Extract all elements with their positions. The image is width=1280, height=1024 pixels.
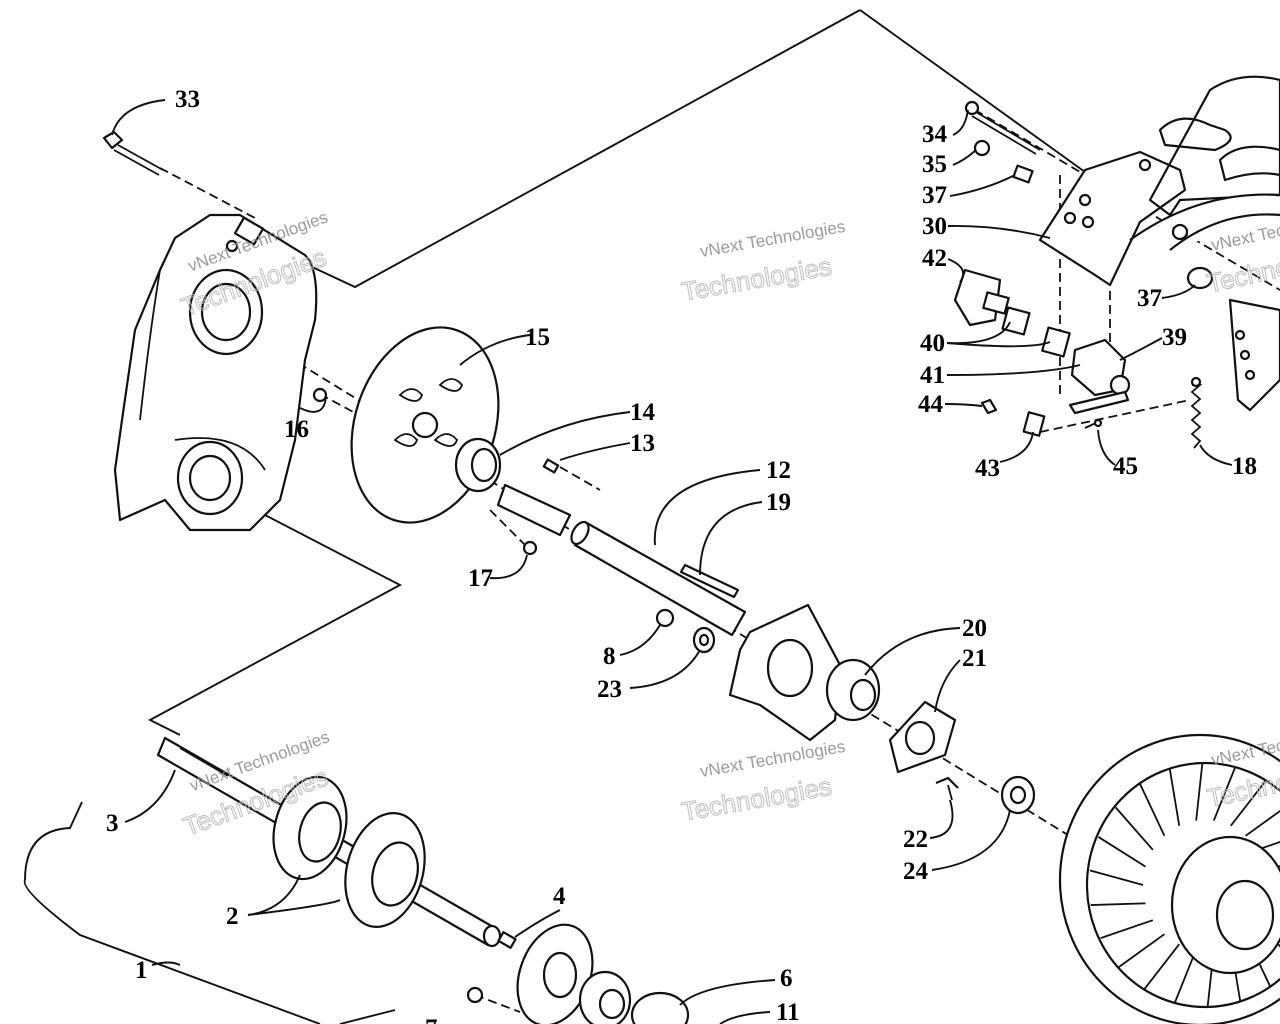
chain-case-housing <box>113 213 318 532</box>
flange-11 <box>630 991 690 1024</box>
clutch-fin <box>1256 841 1280 851</box>
key-13 <box>542 458 560 474</box>
callout-24: 24 <box>903 858 929 885</box>
stub-shaft <box>496 483 572 556</box>
bearing-housing <box>728 603 842 742</box>
callout-39: 39 <box>1162 324 1187 351</box>
clip-43 <box>1022 411 1046 437</box>
clutch-fin <box>1230 780 1267 827</box>
callout-19: 19 <box>766 489 791 516</box>
callout-30: 30 <box>922 213 947 240</box>
callout-45: 45 <box>1113 453 1138 480</box>
callout-37b: 37 <box>1137 285 1162 312</box>
callout-13: 13 <box>630 430 655 457</box>
spacer-37b <box>1186 266 1214 290</box>
clutch-fin <box>1090 902 1146 906</box>
callout-37a: 37 <box>922 182 947 209</box>
callout-15: 15 <box>525 324 550 351</box>
screw-45 <box>1084 418 1103 429</box>
nut-8 <box>655 608 675 628</box>
key-19 <box>679 563 740 599</box>
callout-44: 44 <box>918 391 944 418</box>
callout-23: 23 <box>597 676 622 703</box>
callout-4: 4 <box>553 883 566 910</box>
bearing-6 <box>578 970 632 1024</box>
watermarks: vNext Technologies Technologies vNext Te… <box>177 206 1280 843</box>
callout-leaders <box>111 99 1233 1024</box>
callout-21: 21 <box>962 645 987 672</box>
bolt-7 <box>466 986 484 1004</box>
spring-18 <box>1190 376 1203 449</box>
clutch-fin <box>1139 783 1166 837</box>
washer-24 <box>1000 775 1036 815</box>
callout-3: 3 <box>106 810 119 837</box>
callout-7: 7 <box>425 1015 438 1024</box>
clutch-fin <box>1118 933 1165 968</box>
clutch-fin <box>1100 919 1154 939</box>
drive-plate-15 <box>350 326 500 524</box>
callout-1: 1 <box>135 957 148 984</box>
clutch-fin <box>1168 768 1181 826</box>
flange-21 <box>888 700 957 774</box>
clutch-fin <box>1195 763 1204 821</box>
callout-33: 33 <box>175 86 200 113</box>
callout-14: 14 <box>630 399 656 426</box>
callout-22: 22 <box>903 826 928 853</box>
connector-40 <box>1001 306 1071 358</box>
callout-18: 18 <box>1232 453 1257 480</box>
nut-4 <box>497 931 517 949</box>
callout-34: 34 <box>922 121 948 148</box>
clutch-fin <box>1212 767 1236 821</box>
callout-40: 40 <box>920 330 945 357</box>
frame-right <box>1129 75 1280 412</box>
callout-11: 11 <box>776 999 800 1024</box>
clutch-fin <box>1097 836 1146 868</box>
callout-6: 6 <box>780 965 793 992</box>
callout-labels: 33 34 35 37 30 42 37 40 41 39 44 43 45 1… <box>106 86 1257 1024</box>
bolt-33 <box>102 130 164 176</box>
sprocket-2b <box>344 812 426 928</box>
actuator-41-39 <box>1068 338 1131 415</box>
callout-43: 43 <box>975 455 1000 482</box>
callout-35: 35 <box>922 151 947 178</box>
nut-35 <box>973 139 991 157</box>
clutch-fin <box>1143 943 1180 990</box>
driven-clutch-pulley <box>1058 733 1280 1024</box>
callout-16: 16 <box>284 416 309 443</box>
shaft-12 <box>570 520 747 637</box>
sprocket-2a <box>272 775 348 881</box>
bolt-22 <box>935 776 959 801</box>
hub-14 <box>454 437 502 493</box>
screw-16 <box>312 387 328 403</box>
bracket-30 <box>1038 150 1187 287</box>
pin-44 <box>980 398 998 415</box>
callout-8: 8 <box>603 643 616 670</box>
callout-20: 20 <box>962 615 987 642</box>
callout-41: 41 <box>920 362 945 389</box>
callout-17: 17 <box>468 565 493 592</box>
clutch-fin <box>1089 869 1144 886</box>
callout-2: 2 <box>226 903 239 930</box>
callout-12: 12 <box>766 457 791 484</box>
callout-42: 42 <box>922 245 947 272</box>
spacer-37a <box>1012 164 1034 184</box>
clutch-fin <box>1114 806 1154 851</box>
washer-23 <box>692 626 716 654</box>
clutch-fin <box>1245 809 1280 837</box>
bolt-34 <box>964 100 1041 155</box>
